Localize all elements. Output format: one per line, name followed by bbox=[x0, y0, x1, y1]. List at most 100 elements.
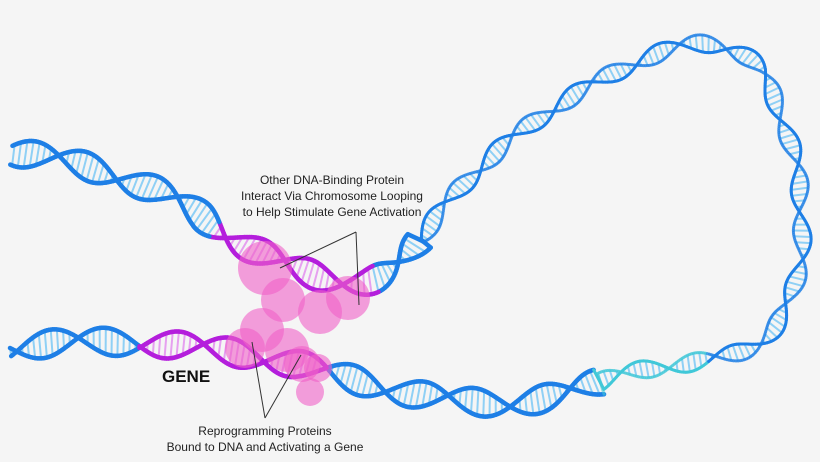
base-pair-rung bbox=[692, 353, 697, 371]
base-pair-rung bbox=[195, 207, 213, 231]
base-pair-rung bbox=[146, 176, 159, 201]
base-pair-rung bbox=[206, 219, 220, 237]
base-pair-rung bbox=[579, 376, 587, 394]
base-pair-rung bbox=[16, 142, 23, 168]
base-pair-rung bbox=[169, 331, 174, 359]
base-pair-rung bbox=[791, 186, 809, 191]
base-pair-rung bbox=[367, 378, 374, 397]
base-pair-rung bbox=[773, 312, 787, 321]
base-pair-rung bbox=[752, 59, 763, 69]
base-pair-rung bbox=[519, 120, 531, 133]
base-pair-rung bbox=[116, 331, 119, 356]
base-pair-rung bbox=[11, 144, 16, 166]
base-pair-rung bbox=[41, 144, 47, 163]
base-pair-rung bbox=[401, 242, 421, 257]
base-pair-rung bbox=[770, 105, 783, 112]
base-pair-rung bbox=[698, 352, 703, 368]
top-callout-line bbox=[355, 231, 360, 306]
base-pair-rung bbox=[181, 332, 186, 355]
base-pair-rung bbox=[652, 46, 660, 63]
base-pair-rung bbox=[403, 237, 427, 253]
base-pair-rung bbox=[798, 247, 810, 251]
base-pair-rung bbox=[217, 337, 223, 358]
base-pair-rung bbox=[642, 55, 649, 66]
base-pair-rung bbox=[602, 370, 610, 386]
base-pair-rung bbox=[371, 265, 380, 293]
base-pair-rung bbox=[686, 355, 691, 372]
base-pair-rung bbox=[496, 139, 508, 152]
base-pair-rung bbox=[97, 163, 105, 184]
base-pair-rung bbox=[160, 183, 170, 200]
base-pair-rung bbox=[192, 202, 209, 226]
base-pair-rung bbox=[487, 148, 501, 163]
base-pair-rung bbox=[589, 370, 601, 395]
callout-line-1: Other DNA-Binding Protein bbox=[259, 173, 405, 187]
base-pair-rung bbox=[764, 86, 780, 96]
base-pair-rung bbox=[423, 221, 438, 233]
base-pair-rung bbox=[22, 141, 29, 168]
callout-line-3: to Help Stimulate Gene Activation bbox=[242, 205, 422, 219]
base-pair-rung bbox=[70, 150, 77, 170]
base-pair-rung bbox=[457, 178, 471, 192]
base-pair-rung bbox=[795, 241, 811, 245]
base-pair-rung bbox=[694, 35, 699, 51]
bottom-callout-line bbox=[264, 354, 302, 419]
protein-circle bbox=[225, 328, 265, 368]
protein-circle bbox=[304, 354, 332, 382]
base-pair-rung bbox=[157, 335, 162, 358]
base-pair-rung bbox=[793, 199, 805, 203]
callout-line-2: Bound to DNA and Activating a Gene bbox=[166, 440, 364, 454]
base-pair-rung bbox=[530, 113, 542, 129]
base-pair-rung bbox=[344, 364, 353, 389]
base-pair-rung bbox=[565, 90, 576, 106]
base-pair-rung bbox=[311, 263, 321, 290]
base-pair-rung bbox=[300, 258, 311, 283]
base-pair-rung bbox=[551, 383, 558, 404]
base-pair-rung bbox=[767, 98, 783, 107]
callout-lines bbox=[251, 231, 360, 419]
base-pair-rung bbox=[464, 388, 468, 410]
base-pair-rung bbox=[462, 175, 475, 187]
base-pair-rung bbox=[545, 383, 553, 408]
base-pair-rung bbox=[130, 174, 140, 196]
base-pair-rung bbox=[638, 361, 644, 378]
base-pair-rung bbox=[324, 272, 331, 291]
base-pair-rung bbox=[80, 152, 89, 178]
base-pair-rung bbox=[570, 86, 581, 102]
base-pair-rung bbox=[647, 50, 655, 65]
base-pair-rung bbox=[237, 236, 251, 257]
base-pair-rung bbox=[737, 343, 746, 361]
base-pair-rung bbox=[737, 47, 748, 62]
base-pair-rung bbox=[452, 182, 466, 195]
base-pair-rung bbox=[781, 138, 799, 146]
base-pair-rung bbox=[491, 143, 505, 158]
callout-line-1: Reprogramming Proteins bbox=[198, 424, 332, 438]
base-pair-rung bbox=[153, 179, 165, 201]
base-pair-rung bbox=[681, 358, 685, 373]
base-pair-rung bbox=[200, 213, 217, 234]
base-pair-rung bbox=[408, 381, 416, 408]
base-pair-rung bbox=[448, 186, 461, 198]
base-pair-rung bbox=[482, 390, 486, 417]
base-pair-rung bbox=[135, 173, 147, 199]
base-pair-rung bbox=[380, 263, 392, 283]
base-pair-rung bbox=[766, 327, 779, 339]
base-pair-rung bbox=[355, 369, 364, 395]
base-pair-rung bbox=[295, 257, 305, 278]
base-pair-rung bbox=[49, 329, 54, 356]
base-pair-rung bbox=[185, 197, 198, 215]
base-pair-rung bbox=[34, 142, 41, 166]
base-pair-rung bbox=[607, 65, 617, 82]
base-pair-rung bbox=[433, 206, 444, 215]
base-pair-rung bbox=[175, 331, 180, 358]
dna-strand-segment-b bbox=[596, 371, 606, 396]
base-pair-rung bbox=[28, 140, 35, 167]
base-pair-rung bbox=[75, 150, 83, 174]
base-pair-rung bbox=[305, 260, 316, 287]
base-pair-rung bbox=[361, 373, 369, 397]
dna-strands bbox=[7, 33, 813, 419]
protein-circle bbox=[298, 290, 342, 334]
base-pair-rung bbox=[651, 361, 656, 377]
base-pair-rung bbox=[733, 46, 741, 59]
base-pair-rung bbox=[540, 385, 547, 412]
